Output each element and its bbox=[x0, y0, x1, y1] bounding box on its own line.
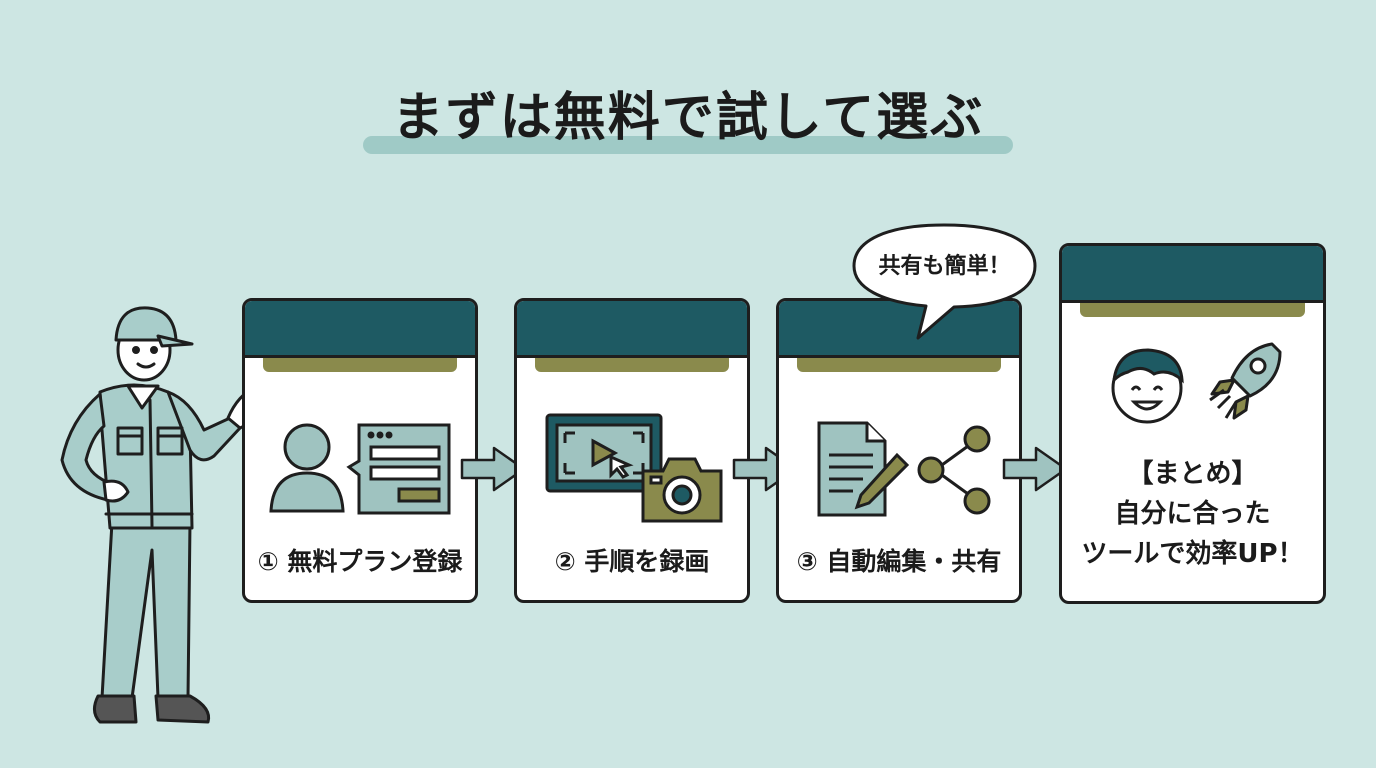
document-edit-icon bbox=[817, 421, 910, 517]
step-card-2: ② 手順を録画 bbox=[514, 298, 750, 603]
speech-bubble-text: 共有も簡単！ bbox=[878, 254, 1011, 279]
arrow-right-icon bbox=[460, 446, 526, 492]
smiling-face-icon bbox=[1111, 348, 1184, 424]
step-label-3: ③ 自動編集・共有 bbox=[796, 547, 1002, 576]
user-icon bbox=[269, 423, 345, 513]
title-block: まずは無料で試して選ぶ bbox=[363, 82, 1013, 158]
card-header-band bbox=[245, 301, 475, 358]
screen-recording-icon bbox=[545, 413, 663, 493]
speech-bubble: 共有も簡単！ bbox=[852, 222, 1037, 340]
card-header-band bbox=[517, 301, 747, 358]
summary-line: 自分に合った bbox=[1114, 499, 1271, 529]
card-header-band bbox=[1062, 246, 1323, 303]
rocket-icon bbox=[1209, 342, 1282, 420]
card-header-accent bbox=[797, 358, 1001, 372]
step-card-1: ① 無料プラン登録 bbox=[242, 298, 478, 603]
step-label-2: ② 手順を録画 bbox=[554, 547, 710, 576]
title-highlight bbox=[363, 136, 1013, 154]
summary-card: 【まとめ】 自分に合った ツールで効率UP！ bbox=[1059, 243, 1326, 604]
summary-line: ツールで効率UP！ bbox=[1081, 539, 1304, 569]
card-header-accent bbox=[1080, 303, 1305, 317]
card-header-accent bbox=[263, 358, 457, 372]
summary-line: 【まとめ】 bbox=[1127, 459, 1258, 489]
camera-icon bbox=[641, 457, 723, 523]
card-header-band bbox=[779, 301, 1019, 358]
signup-form-icon bbox=[346, 423, 451, 515]
step-label-1: ① 無料プラン登録 bbox=[257, 547, 463, 576]
step-card-3: ③ 自動編集・共有 bbox=[776, 298, 1022, 603]
summary-text: 【まとめ】 自分に合った ツールで効率UP！ bbox=[1062, 454, 1323, 574]
share-icon bbox=[917, 425, 991, 515]
arrow-right-icon bbox=[1002, 446, 1068, 492]
speech-bubble-shape bbox=[852, 223, 1037, 340]
card-header-accent bbox=[535, 358, 729, 372]
page-title: まずは無料で試して選ぶ bbox=[391, 88, 985, 148]
